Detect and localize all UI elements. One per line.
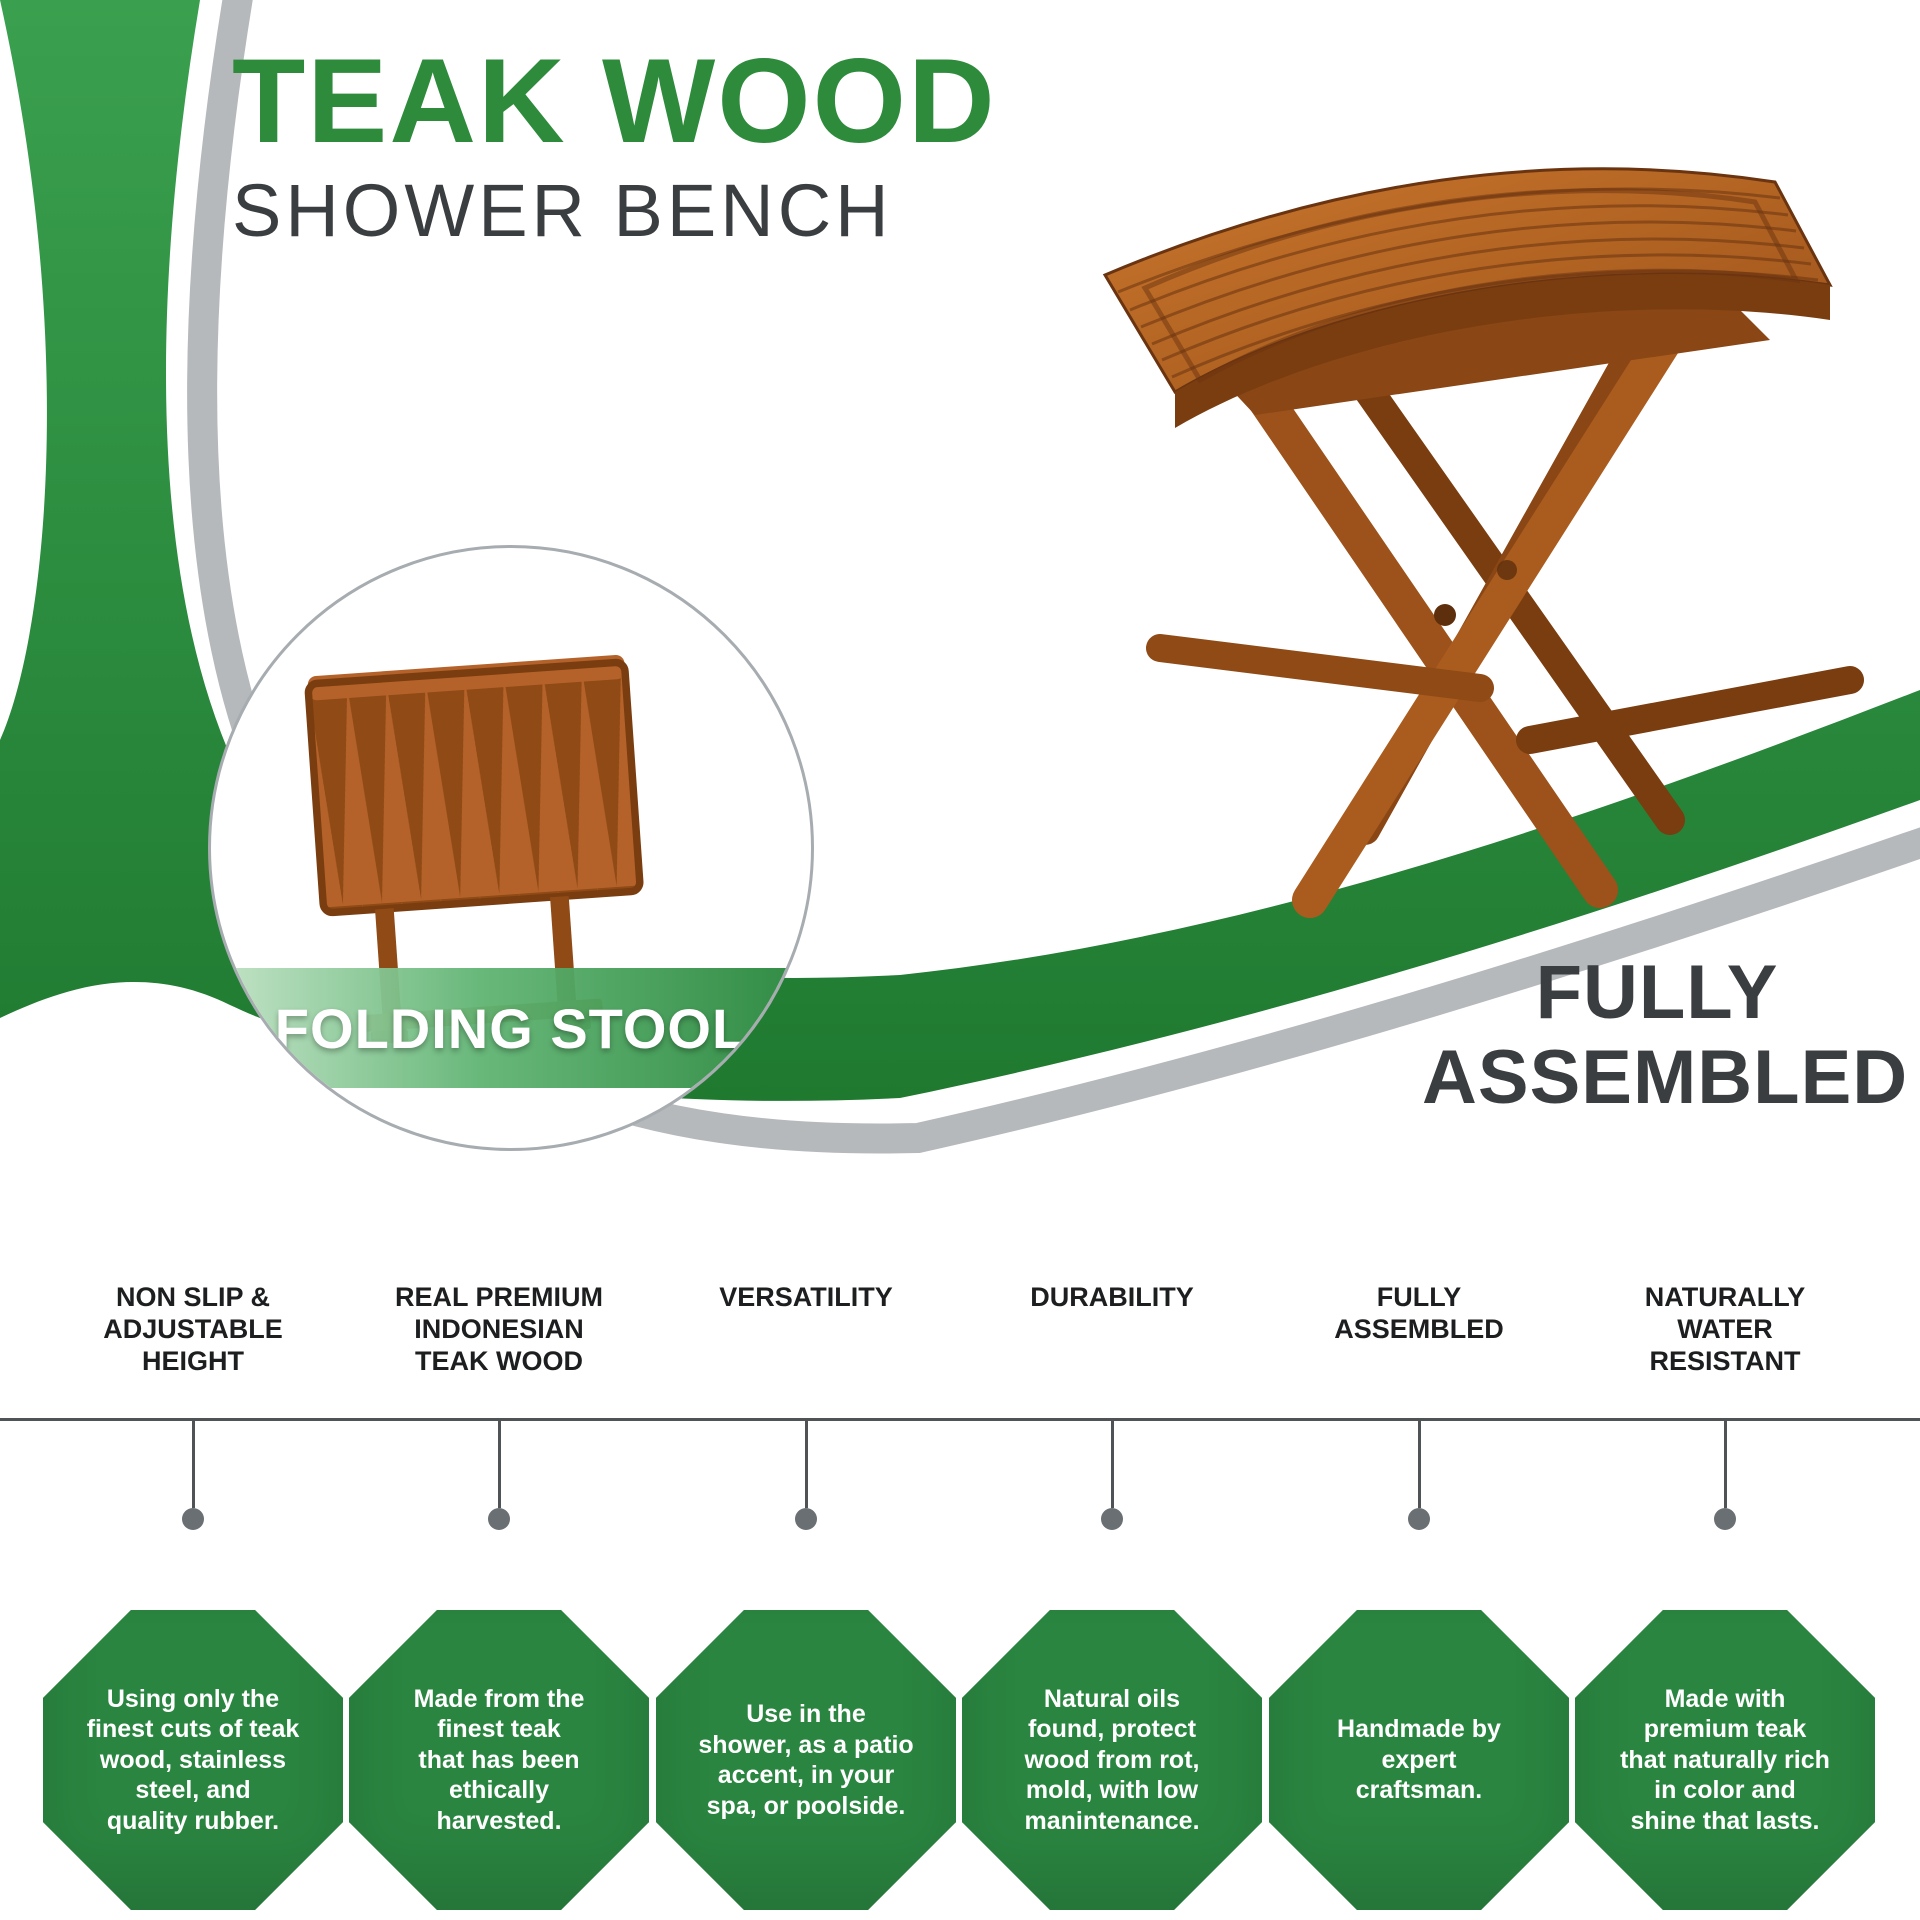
stool-seat-slats: [1117, 187, 1819, 379]
feature-badge: Made from the finest teak that has been …: [349, 1610, 649, 1910]
feature-description: Using only the finest cuts of teak wood,…: [86, 1684, 300, 1835]
feature-connector-line: [804, 1418, 808, 1508]
feature-badge: Made with premium teak that naturally ri…: [1575, 1610, 1875, 1910]
feature-column-non-slip: NON SLIP & ADJUSTABLE HEIGHT Using only …: [38, 1282, 348, 1910]
stool-front-leg: [1227, 352, 1618, 908]
stool-bolt: [1497, 560, 1517, 580]
folding-stool-banner: FOLDING STOOL: [211, 968, 811, 1088]
feature-heading: VERSATILITY: [719, 1282, 893, 1312]
feature-connector-line: [1417, 1418, 1421, 1508]
feature-description: Natural oils found, protect wood from ro…: [1024, 1684, 1200, 1835]
feature-description: Use in the shower, as a patio accent, in…: [698, 1700, 914, 1820]
feature-connector-dot: [1101, 1508, 1123, 1530]
product-photo-stool: [1102, 167, 1864, 918]
feature-connector-line: [1723, 1418, 1727, 1508]
feature-heading: NATURALLY WATER RESISTANT: [1644, 1282, 1806, 1376]
title-teak-wood: TEAK WOOD: [232, 34, 997, 168]
stool-seat-edge: [1175, 274, 1830, 428]
stool-front-leg: [1292, 322, 1683, 918]
feature-column-durability: DURABILITY Natural oils found, protect w…: [957, 1282, 1267, 1910]
folded-stool-inset: FOLDING STOOL: [208, 545, 814, 1151]
feature-connector-dot: [1408, 1508, 1430, 1530]
feature-description: Made with premium teak that naturally ri…: [1620, 1684, 1830, 1835]
fully-assembled-line1: FULLY: [1535, 950, 1779, 1035]
fully-assembled-line2: ASSEMBLED: [1422, 1035, 1909, 1121]
feature-badge: Use in the shower, as a patio accent, in…: [656, 1610, 956, 1910]
feature-heading: NON SLIP & ADJUSTABLE HEIGHT: [103, 1282, 283, 1376]
feature-badge: Handmade by expert craftsman.: [1269, 1610, 1569, 1910]
feature-badge: Using only the finest cuts of teak wood,…: [43, 1610, 343, 1910]
feature-description: Handmade by expert craftsman.: [1337, 1715, 1501, 1805]
feature-heading: REAL PREMIUM INDONESIAN TEAK WOOD: [394, 1282, 603, 1376]
feature-column-fully-assembled: FULLY ASSEMBLED Handmade by expert craft…: [1264, 1282, 1574, 1910]
feature-connector-dot: [795, 1508, 817, 1530]
feature-column-water-resistant: NATURALLY WATER RESISTANT Made with prem…: [1570, 1282, 1880, 1910]
feature-connector-dot: [1714, 1508, 1736, 1530]
feature-connector-dot: [182, 1508, 204, 1530]
stool-bolt: [1434, 604, 1456, 626]
feature-column-premium-teak: REAL PREMIUM INDONESIAN TEAK WOOD Made f…: [344, 1282, 654, 1910]
feature-connector-line: [1110, 1418, 1114, 1508]
timeline-rule: [0, 1418, 1920, 1421]
feature-badge: Natural oils found, protect wood from ro…: [962, 1610, 1262, 1910]
feature-column-versatility: VERSATILITY Use in the shower, as a pati…: [651, 1282, 961, 1910]
feature-connector-line: [497, 1418, 501, 1508]
feature-heading: FULLY ASSEMBLED: [1334, 1282, 1504, 1344]
title-shower-bench: SHOWER BENCH: [232, 169, 893, 253]
fully-assembled-label: FULLY ASSEMBLED: [1422, 950, 1909, 1121]
folded-panel-frame: [304, 658, 644, 917]
feature-connector-line: [191, 1418, 195, 1508]
page-title: TEAK WOOD SHOWER BENCH: [232, 40, 997, 248]
feature-heading: DURABILITY: [1030, 1282, 1194, 1312]
feature-description: Made from the finest teak that has been …: [413, 1684, 585, 1835]
stool-stretcher: [1146, 634, 1494, 702]
feature-connector-dot: [488, 1508, 510, 1530]
folded-panel-slats: [308, 662, 640, 913]
stool-stretcher: [1516, 666, 1864, 754]
folding-stool-label: FOLDING STOOL: [274, 996, 748, 1060]
